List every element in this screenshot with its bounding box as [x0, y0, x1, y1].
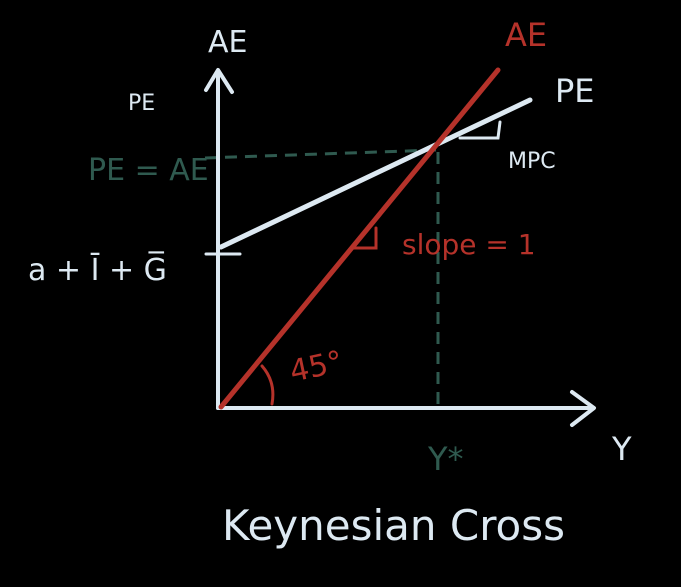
horizontal-guide-line	[204, 148, 437, 160]
angle-label: 45°	[287, 344, 346, 389]
pe-line-label: PE	[555, 72, 595, 110]
equilibrium-label: Y*	[427, 440, 464, 478]
angle-arc	[260, 364, 275, 406]
x-axis	[216, 390, 596, 427]
y-axis	[204, 68, 234, 410]
diagram-title: Keynesian Cross	[222, 501, 565, 550]
slope-label: slope = 1	[402, 228, 536, 261]
mpc-label: MPC	[508, 149, 556, 174]
x-axis-label: Y	[611, 430, 632, 468]
pe-axis-label: PE	[128, 91, 155, 116]
pe-line	[218, 97, 533, 250]
ae-line-label: AE	[505, 16, 547, 54]
ae-line	[218, 67, 501, 410]
mpc-slope-marker	[458, 120, 502, 140]
y-axis-label: AE	[208, 25, 247, 60]
intersection-label: PE = AE	[88, 153, 209, 188]
intercept-label: a + Ī + G̅	[28, 251, 167, 288]
slope-one-marker	[350, 226, 378, 250]
